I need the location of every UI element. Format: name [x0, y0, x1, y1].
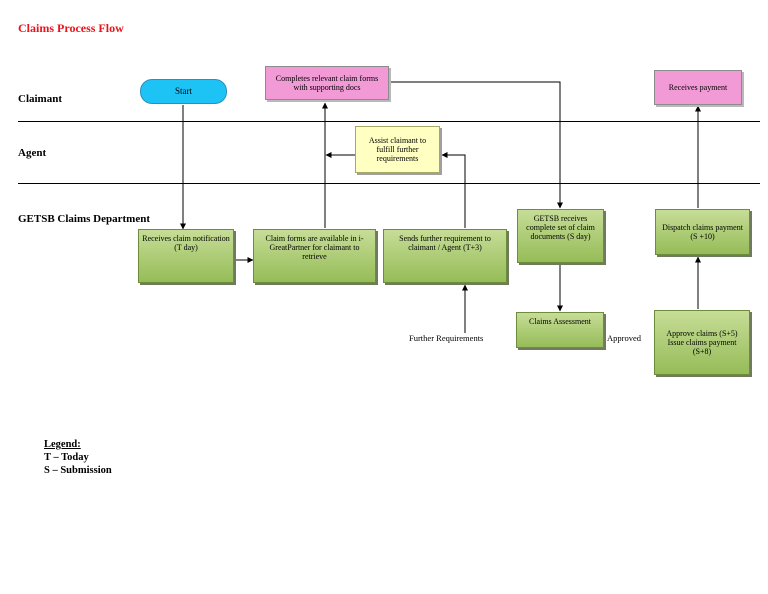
legend: Legend: T – Today S – Submission [44, 438, 112, 477]
receives-notification-node: Receives claim notification (T day) [138, 229, 234, 283]
sends-requirement-node: Sends further requirement to claimant / … [383, 229, 507, 283]
lane-divider-agent-department [18, 183, 760, 184]
lane-divider-claimant-agent [18, 121, 760, 122]
dispatch-payment-node: Dispatch claims payment (S +10) [655, 209, 750, 255]
approve-claims-node: Approve claims (S+5) Issue claims paymen… [654, 310, 750, 375]
receives-documents-node: GETSB receives complete set of claim doc… [517, 209, 604, 263]
start-node: Start [140, 79, 227, 104]
completes-claim-forms-node: Completes relevant claim forms with supp… [265, 66, 389, 100]
arrow-requirement-to-agent [441, 152, 466, 228]
approved-label: Approved [607, 333, 641, 343]
lane-label-claimant: Claimant [18, 93, 62, 105]
lane-label-claims-department: GETSB Claims Department [18, 213, 150, 225]
legend-heading: Legend: [44, 439, 81, 450]
assist-claimant-node: Assist claimant to fulfill further requi… [355, 126, 440, 173]
further-requirements-label: Further Requirements [409, 333, 484, 343]
lane-label-agent: Agent [18, 147, 47, 159]
claims-assessment-node: Claims Assessment [516, 312, 604, 348]
page-title: Claims Process Flow [18, 21, 124, 35]
forms-available-node: Claim forms are available in i-GreatPart… [253, 229, 376, 283]
legend-item-today: T – Today [44, 452, 89, 463]
arrow-claimant-submits-documents [390, 81, 563, 209]
legend-item-submission: S – Submission [44, 465, 112, 476]
receives-payment-node: Receives payment [654, 70, 742, 105]
